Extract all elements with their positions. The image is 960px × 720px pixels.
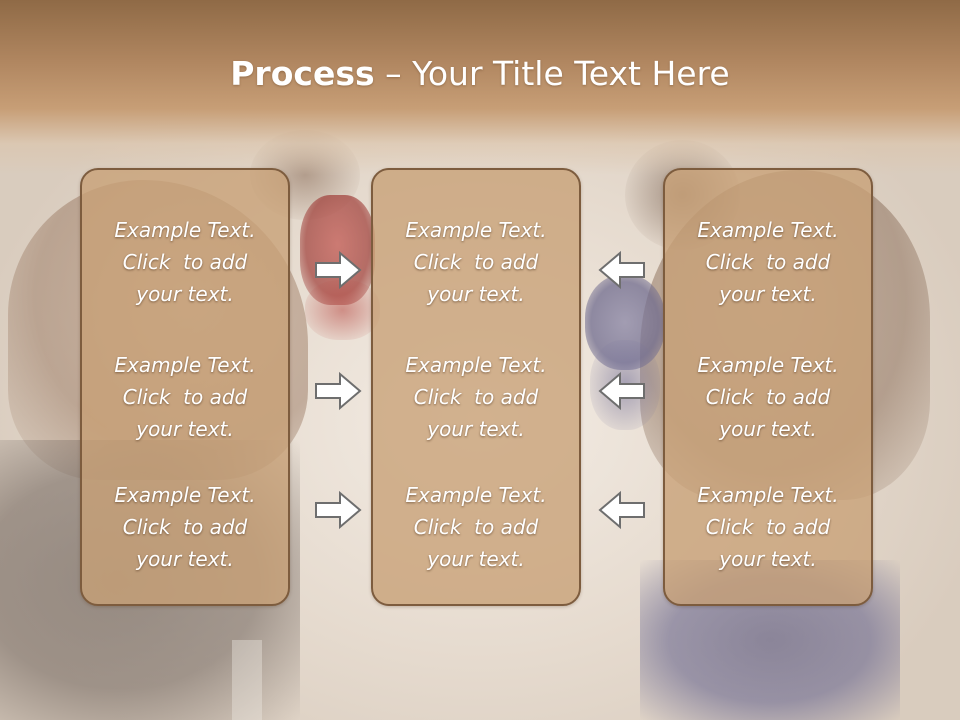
shorts-stripe: [232, 640, 262, 720]
item-line: Example Text.: [114, 218, 256, 242]
text-placeholder[interactable]: Example Text. Click to add your text.: [665, 349, 871, 445]
text-placeholder[interactable]: Example Text. Click to add your text.: [82, 214, 288, 310]
item-line: your text.: [719, 417, 817, 441]
item-line: Click to add: [705, 250, 831, 274]
header-band: [0, 0, 960, 175]
right-arrow-icon: [314, 250, 362, 290]
text-placeholder[interactable]: Example Text. Click to add your text.: [82, 349, 288, 445]
process-box-center[interactable]: Example Text. Click to add your text. Ex…: [371, 168, 581, 606]
item-line: Click to add: [413, 385, 539, 409]
item-line: your text.: [136, 417, 234, 441]
item-line: Click to add: [705, 385, 831, 409]
item-line: Click to add: [122, 250, 248, 274]
left-arrow-icon: [598, 371, 646, 411]
title-text: – Your Title Text Here: [374, 54, 730, 93]
item-line: Example Text.: [405, 483, 547, 507]
item-line: Example Text.: [697, 218, 839, 242]
text-placeholder[interactable]: Example Text. Click to add your text.: [82, 479, 288, 575]
item-line: Click to add: [413, 515, 539, 539]
item-line: your text.: [427, 282, 525, 306]
right-arrow-icon: [314, 371, 362, 411]
item-line: Example Text.: [697, 353, 839, 377]
item-line: Click to add: [705, 515, 831, 539]
right-arrow-icon: [314, 490, 362, 530]
text-placeholder[interactable]: Example Text. Click to add your text.: [665, 479, 871, 575]
item-line: Click to add: [122, 385, 248, 409]
red-glove-lower: [305, 280, 380, 340]
slide-title[interactable]: Process – Your Title Text Here: [0, 52, 960, 96]
text-placeholder[interactable]: Example Text. Click to add your text.: [373, 349, 579, 445]
item-line: your text.: [427, 547, 525, 571]
item-line: Example Text.: [697, 483, 839, 507]
item-line: your text.: [136, 282, 234, 306]
item-line: your text.: [136, 547, 234, 571]
title-bold: Process: [230, 54, 375, 93]
item-line: Click to add: [122, 515, 248, 539]
left-arrow-icon: [598, 490, 646, 530]
text-placeholder[interactable]: Example Text. Click to add your text.: [665, 214, 871, 310]
item-line: your text.: [719, 547, 817, 571]
left-arrow-icon: [598, 250, 646, 290]
item-line: your text.: [719, 282, 817, 306]
item-line: Example Text.: [114, 483, 256, 507]
process-box-left[interactable]: Example Text. Click to add your text. Ex…: [80, 168, 290, 606]
text-placeholder[interactable]: Example Text. Click to add your text.: [373, 214, 579, 310]
text-placeholder[interactable]: Example Text. Click to add your text.: [373, 479, 579, 575]
item-line: Example Text.: [114, 353, 256, 377]
item-line: Example Text.: [405, 353, 547, 377]
item-line: Example Text.: [405, 218, 547, 242]
item-line: your text.: [427, 417, 525, 441]
process-box-right[interactable]: Example Text. Click to add your text. Ex…: [663, 168, 873, 606]
item-line: Click to add: [413, 250, 539, 274]
